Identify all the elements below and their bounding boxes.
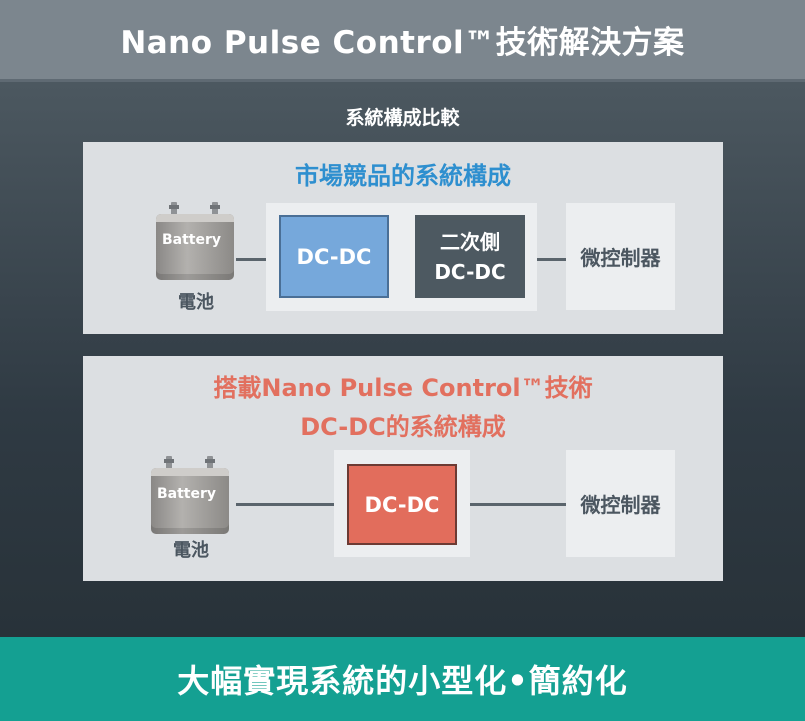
battery-caption: 電池 bbox=[173, 540, 209, 561]
footer-tagline: 大幅實現系統的小型化•簡約化 bbox=[177, 662, 628, 700]
battery-icon: Battery bbox=[151, 456, 231, 536]
competitor-title: 市場競品的系統構成 bbox=[295, 162, 511, 190]
microcontroller-block: 微控制器 bbox=[566, 203, 675, 310]
battery-icon: Battery bbox=[156, 202, 236, 282]
battery-terminal-icon bbox=[210, 202, 220, 215]
footer-banner: 大幅實現系統的小型化•簡約化 bbox=[0, 637, 805, 721]
nano-panel: 搭載Nano Pulse Control™技術 DC-DC的系統構成 Batte… bbox=[83, 356, 723, 581]
battery-terminal-icon bbox=[169, 202, 179, 215]
header-bar: Nano Pulse Control™技術解決方案 bbox=[0, 0, 805, 82]
battery-body bbox=[156, 214, 234, 280]
microcontroller-label: 微控制器 bbox=[580, 493, 661, 517]
header-title: Nano Pulse Control™技術解決方案 bbox=[120, 25, 685, 61]
battery-caption: 電池 bbox=[178, 292, 214, 313]
comparison-subtitle: 系統構成比較 bbox=[345, 107, 460, 129]
microcontroller-block: 微控制器 bbox=[566, 450, 675, 557]
battery-label: Battery bbox=[162, 232, 222, 248]
battery-top bbox=[151, 468, 229, 476]
battery-terminal-icon bbox=[205, 456, 215, 469]
dcdc-secondary-block: 二次側 DC-DC bbox=[415, 215, 525, 298]
battery-terminal-icon bbox=[164, 456, 174, 469]
dcdc-secondary-label-line1: 二次側 bbox=[440, 229, 500, 254]
nano-title-line1: 搭載Nano Pulse Control™技術 bbox=[213, 374, 593, 402]
dcdc-nano-block: DC-DC bbox=[347, 464, 457, 545]
competitor-panel: 市場競品的系統構成 Battery 電池 DC-DC 二次側 DC-DC 微控制… bbox=[83, 142, 723, 334]
dcdc-secondary-label-line2: DC-DC bbox=[434, 259, 506, 284]
battery-label: Battery bbox=[157, 486, 217, 502]
dcdc-primary-label: DC-DC bbox=[296, 244, 372, 269]
battery-top bbox=[156, 214, 234, 222]
microcontroller-label: 微控制器 bbox=[580, 246, 661, 270]
dcdc-primary-block: DC-DC bbox=[279, 215, 389, 298]
nano-title-line2: DC-DC的系統構成 bbox=[300, 413, 506, 441]
battery-body bbox=[151, 468, 229, 534]
dcdc-nano-label: DC-DC bbox=[364, 492, 440, 517]
